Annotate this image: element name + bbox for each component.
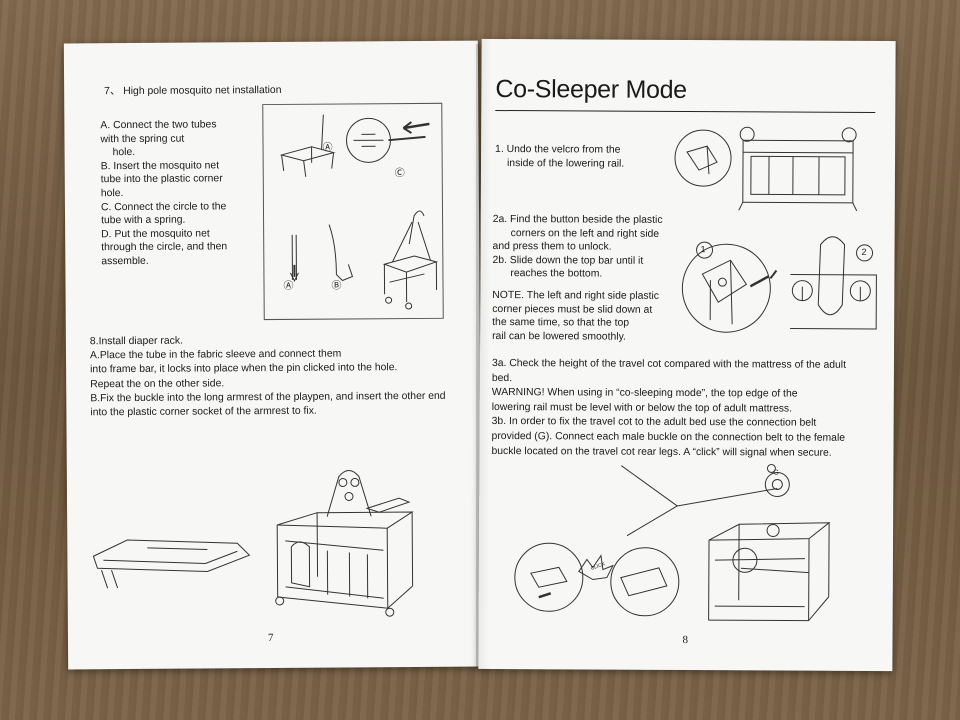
right-page: Co-Sleeper Mode 1. Undo the velcro from … — [478, 38, 896, 672]
note-text: NOTE. The left and right side plastic co… — [492, 289, 660, 343]
velcro-illustration — [673, 122, 878, 213]
connection-belt-illustration — [509, 459, 870, 626]
page-title: Co-Sleeper Mode — [495, 74, 687, 104]
unlock-rail-illustration — [680, 224, 881, 345]
left-page: 7、 High pole mosquito net installation A… — [63, 40, 483, 670]
diaper-rack-illustration — [87, 446, 428, 608]
mosquito-net-figure-box — [262, 102, 444, 321]
fig-label-a-top: Ⓐ — [322, 142, 333, 154]
fig-label-g: G — [773, 469, 779, 477]
section-8-text: 8.Install diaper rack. A.Place the tube … — [89, 335, 446, 419]
step-2-text: 2a. Find the button beside the plastic c… — [492, 213, 663, 280]
fig-label-2: 2 — [861, 246, 867, 257]
fig-label-c: Ⓒ — [394, 168, 405, 180]
fig-label-1: 1 — [700, 244, 706, 255]
section-7-steps: A. Connect the two tubes with the spring… — [100, 119, 228, 268]
section-7-title: 7、 High pole mosquito net installation — [104, 84, 282, 98]
step-1-circle-icon — [697, 242, 713, 258]
title-rule — [495, 109, 876, 113]
mosquito-net-illustration — [263, 104, 442, 319]
step-2-circle-icon — [856, 245, 872, 261]
fig-label-a-bottom: Ⓐ — [283, 280, 294, 292]
left-page-number: 7 — [267, 632, 274, 645]
step-3-text: 3a. Check the height of the travel cot c… — [491, 357, 847, 459]
step-1-text: 1. Undo the velcro from the inside of th… — [495, 143, 625, 170]
right-page-number: 8 — [682, 633, 689, 647]
fig-label-b: Ⓑ — [331, 280, 342, 292]
